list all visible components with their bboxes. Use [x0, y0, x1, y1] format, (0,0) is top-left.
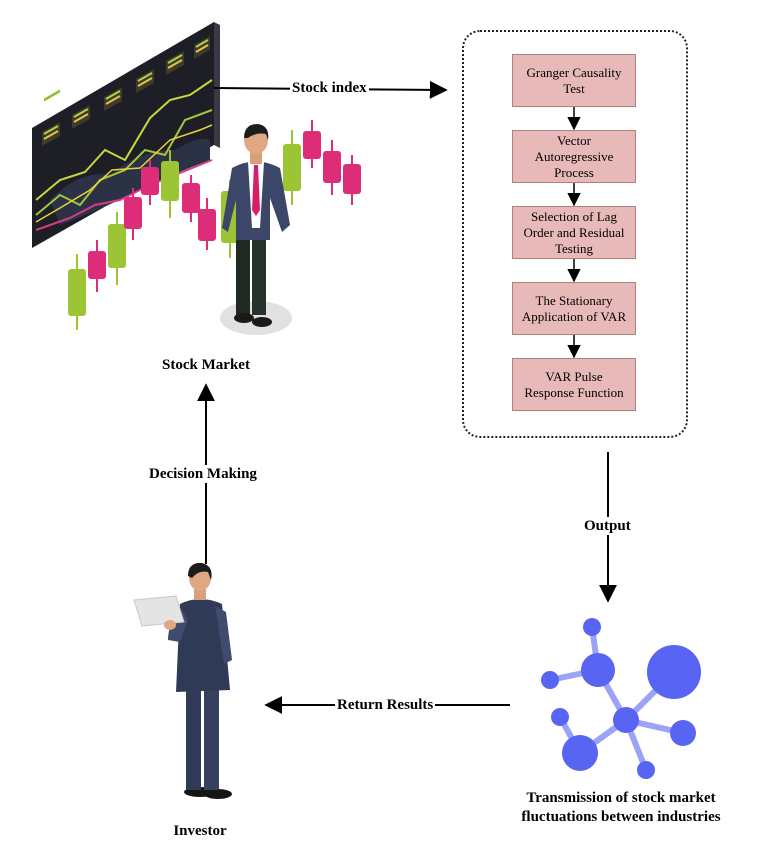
- step-lag-order-selection: Selection of Lag Order and Residual Test…: [512, 206, 636, 259]
- network-node: [670, 720, 696, 746]
- process-container: [462, 30, 688, 438]
- stock-market-illustration: [32, 22, 220, 248]
- tablet: [133, 595, 185, 627]
- network-node: [583, 618, 601, 636]
- caption-stock-market: Stock Market: [162, 357, 250, 373]
- ticker-tiles: [42, 36, 210, 146]
- network-node: [647, 645, 701, 699]
- label-output: Output: [582, 517, 633, 535]
- network-node: [613, 707, 639, 733]
- network-node: [562, 735, 598, 771]
- network-node: [581, 653, 615, 687]
- label-stock-index: Stock index: [290, 79, 369, 97]
- step-vector-autoregressive: Vector Autoregressive Process: [512, 130, 636, 183]
- network-graph: [541, 618, 701, 779]
- network-node: [541, 671, 559, 689]
- step-granger-causality: Granger Causality Test: [512, 54, 636, 107]
- label-return-results: Return Results: [335, 696, 436, 714]
- chart-line-yellow: [35, 79, 213, 201]
- label-decision-making: Decision Making: [147, 465, 259, 483]
- step-stationary-var: The Stationary Application of VAR: [512, 282, 636, 335]
- step-var-pulse-response: VAR Pulse Response Function: [512, 358, 636, 411]
- network-node: [637, 761, 655, 779]
- network-node: [551, 708, 569, 726]
- market-businessman: [220, 124, 292, 335]
- investor-illustration: [133, 562, 232, 799]
- caption-investor: Investor: [173, 823, 227, 839]
- caption-transmission: Transmission of stock market fluctuation…: [521, 790, 721, 825]
